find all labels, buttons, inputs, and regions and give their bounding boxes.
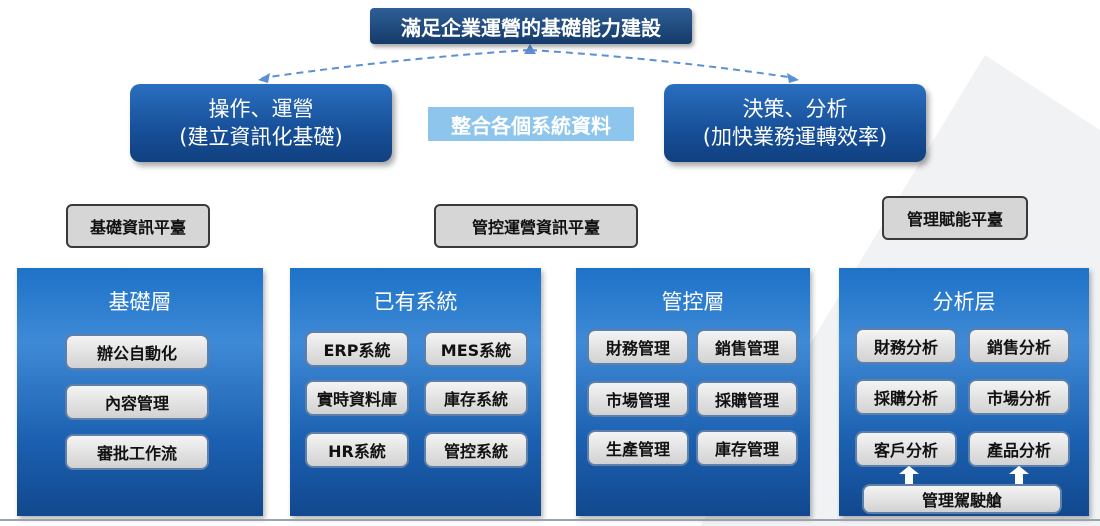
chip-production-mgmt: 生產管理 [587, 430, 689, 466]
chip-management-cockpit: 管理駕駛艙 [862, 484, 1062, 514]
decision-line2: (加快業務運轉效率) [702, 125, 888, 149]
chip-approval-workflow: 審批工作流 [65, 434, 209, 470]
operations-line2: (建立資訊化基礎) [179, 125, 343, 149]
chip-inventory-mgmt: 庫存管理 [696, 430, 798, 466]
panel-analysis-layer: 分析层 財務分析 銷售分析 採購分析 市場分析 客戶分析 產品分析 管理駕駛艙 [839, 268, 1089, 516]
chip-finance-analysis: 財務分析 [855, 328, 957, 364]
chip-customer-analysis: 客戶分析 [855, 431, 957, 467]
chip-product-analysis: 產品分析 [968, 431, 1070, 467]
up-arrow-icon [1009, 466, 1029, 484]
chip-purchase-analysis: 採購分析 [855, 379, 957, 415]
chip-erp: ERP系統 [305, 331, 409, 367]
platform-control: 管控運營資訊平臺 [434, 204, 638, 248]
chip-realtime-db: 實時資料庫 [305, 380, 409, 416]
chip-content-management: 內容管理 [65, 384, 209, 420]
chip-finance-mgmt: 財務管理 [587, 329, 689, 365]
panel-existing-title: 已有系統 [373, 290, 458, 314]
chip-sales-mgmt: 銷售管理 [696, 329, 798, 365]
platform-empower: 管理賦能平臺 [882, 196, 1028, 240]
chip-sales-analysis: 銷售分析 [968, 328, 1070, 364]
panel-existing-systems: 已有系統 ERP系統 MES系統 實時資料庫 庫存系統 HR系統 管控系統 [290, 268, 541, 516]
panel-foundation-title: 基礎層 [108, 290, 172, 314]
platform-basic: 基礎資訊平臺 [66, 204, 210, 248]
chip-office-automation: 辦公自動化 [65, 334, 209, 370]
panel-foundation: 基礎層 辦公自動化 內容管理 審批工作流 [17, 268, 263, 516]
decision-line1: 決策、分析 [742, 97, 848, 121]
panel-control-layer: 管控層 財務管理 銷售管理 市場管理 採購管理 生產管理 庫存管理 [576, 268, 810, 516]
panel-analysis-title: 分析层 [932, 290, 996, 314]
chip-inventory-system: 庫存系統 [424, 380, 528, 416]
chip-purchase-mgmt: 採購管理 [696, 381, 798, 417]
operations-line1: 操作、運營 [208, 97, 314, 121]
up-arrow-icon [899, 466, 919, 484]
bottom-divider [0, 519, 1100, 521]
chip-mes: MES系統 [424, 331, 528, 367]
chip-market-analysis: 市場分析 [968, 379, 1070, 415]
integration-label: 整合各個系統資料 [428, 107, 634, 141]
chip-hr: HR系統 [305, 432, 409, 468]
chip-market-mgmt: 市場管理 [587, 381, 689, 417]
panel-control-title: 管控層 [661, 290, 725, 314]
chip-control-system: 管控系統 [424, 432, 528, 468]
decision-box: 決策、分析 (加快業務運轉效率) [664, 84, 926, 162]
operations-box: 操作、運營 (建立資訊化基礎) [130, 84, 392, 162]
main-title: 滿足企業運營的基礎能力建設 [370, 8, 692, 44]
